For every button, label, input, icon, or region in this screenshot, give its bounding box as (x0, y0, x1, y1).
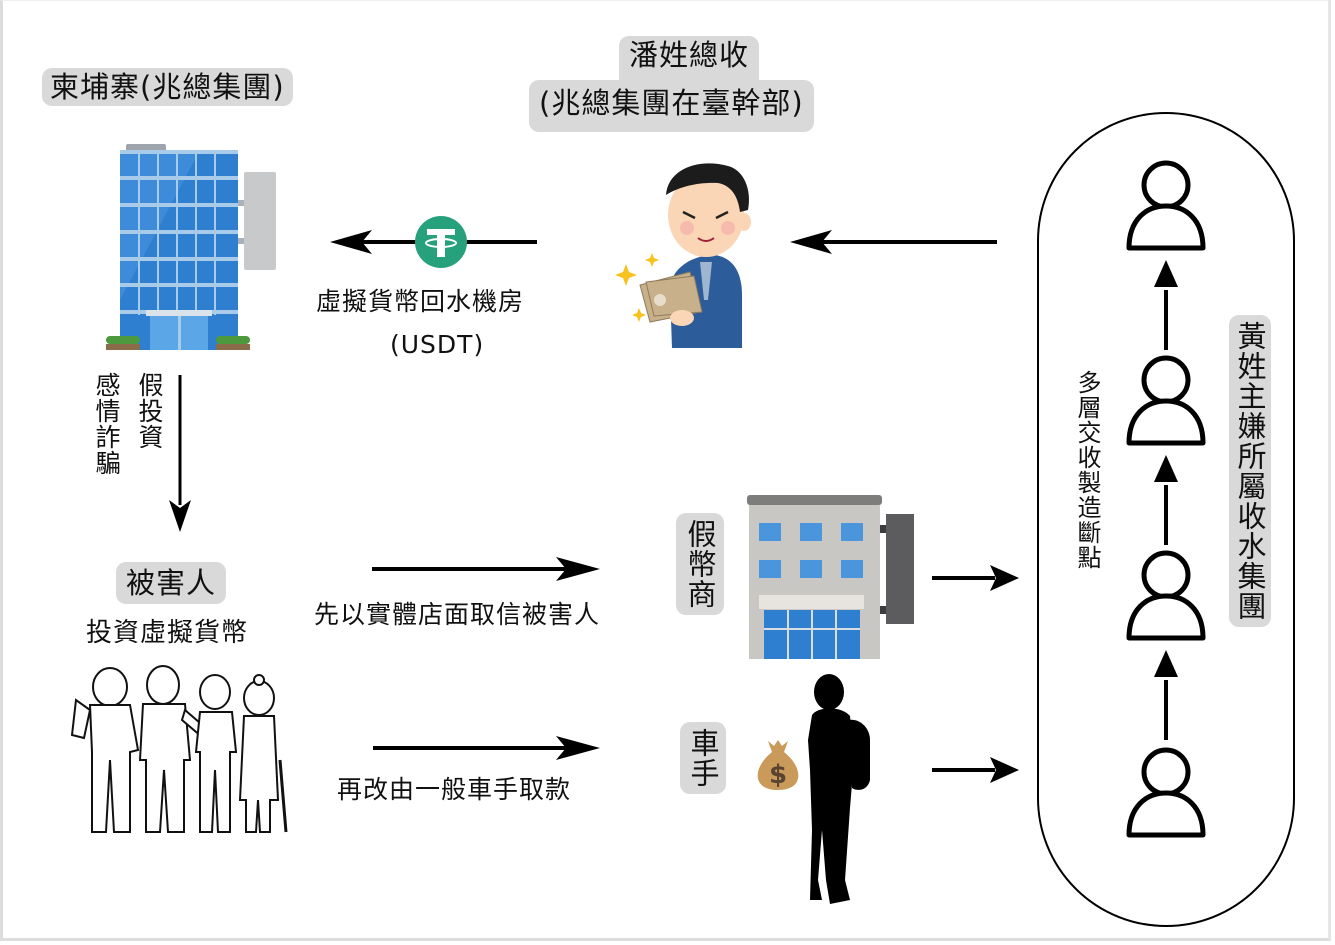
arrowhead-victims (169, 500, 191, 532)
withdraw-label: 再改由一般車手取款 (337, 775, 572, 804)
shop-building-icon (747, 495, 914, 659)
arrowhead-dealer-group (990, 565, 1019, 591)
cambodia-compound-label: 柬埔寨(兆總集團) (42, 68, 293, 106)
user-outline-icon (1126, 550, 1206, 641)
arrowhead-withdraw (556, 736, 600, 760)
gain-trust-label: 先以實體店面取信被害人 (314, 600, 601, 629)
user-outline-icon (1126, 747, 1206, 838)
user-outline-icon (1126, 355, 1206, 446)
collection-group-side-note: 多層交收製造斷點 (1073, 370, 1101, 570)
collection-group-label: 黃姓主嫌所屬收水集團 (1229, 315, 1271, 627)
people-group-icon (70, 665, 288, 833)
office-building-icon (106, 144, 276, 350)
svg-text:$: $ (769, 760, 787, 790)
arrowhead-collector (790, 230, 832, 254)
victims-sublabel: 投資虛擬貨幣 (86, 618, 249, 648)
money-bag-icon: $ (757, 740, 799, 790)
arrowhead-gain-trust (556, 557, 600, 581)
collection-group-container (1037, 112, 1295, 927)
arrowhead-usdt (330, 230, 372, 254)
taiwan-collector-label-line2: (兆總集團在臺幹部) (529, 80, 814, 132)
tether-icon (415, 216, 467, 268)
chain-arrows (1154, 260, 1178, 740)
fake-dealer-label: 假幣商 (676, 513, 724, 615)
taiwan-collector-label-line1: 潘姓總收 (619, 36, 760, 80)
user-outline-icon (1126, 160, 1206, 251)
usdt-return-sublabel: (USDT) (390, 330, 485, 359)
silhouette-person-icon (808, 674, 870, 904)
scam-type-fake-investment: 假投資 (135, 372, 164, 450)
businessman-with-cash-icon (615, 163, 751, 348)
victims-label: 被害人 (116, 562, 227, 604)
scam-type-romance: 感情詐騙 (92, 372, 121, 476)
usdt-return-label: 虛擬貨幣回水機房 (316, 287, 525, 316)
arrowhead-mule-group (990, 757, 1019, 783)
money-mule-label: 車手 (680, 722, 726, 794)
